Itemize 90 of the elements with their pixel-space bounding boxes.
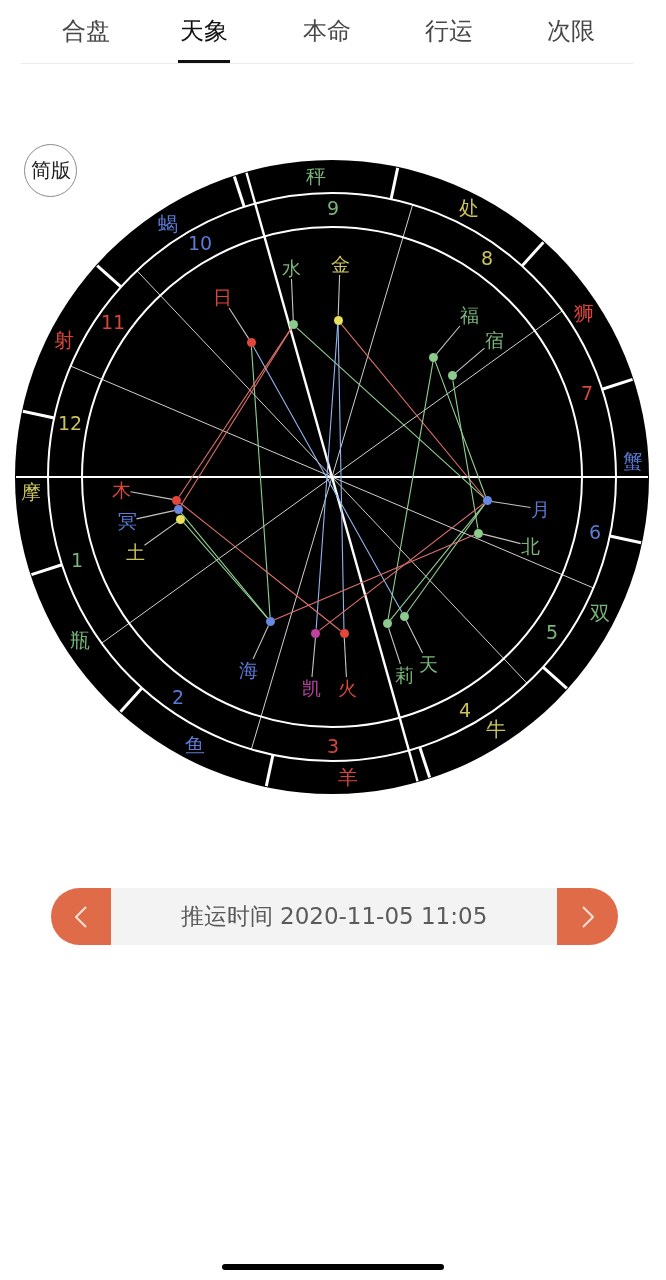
tab-label: 本命 bbox=[303, 17, 351, 45]
sign-label: 瓶 bbox=[69, 629, 90, 653]
house-number: 6 bbox=[589, 521, 602, 543]
house-number: 12 bbox=[58, 412, 83, 434]
tab-label: 次限 bbox=[547, 17, 595, 45]
sign-label: 羊 bbox=[337, 766, 358, 790]
aspect-line bbox=[273, 534, 476, 621]
leader-line bbox=[436, 325, 461, 355]
house-number: 9 bbox=[327, 197, 340, 219]
tab-label: 天象 bbox=[180, 17, 228, 45]
planet-dot bbox=[447, 371, 457, 381]
house-number: 2 bbox=[172, 686, 185, 708]
sign-label: 处 bbox=[458, 197, 479, 221]
planet-dot bbox=[333, 315, 343, 325]
planet-label: 天 bbox=[418, 653, 438, 675]
leader-line bbox=[143, 521, 178, 546]
planet-label: 凯 bbox=[301, 677, 321, 699]
tab-label: 行运 bbox=[425, 17, 473, 45]
planet-dot bbox=[289, 320, 298, 330]
planet-dot bbox=[172, 495, 182, 505]
planet-dot bbox=[339, 629, 349, 639]
planet-dot bbox=[246, 337, 256, 347]
aspect-line bbox=[434, 361, 487, 498]
leader-line bbox=[343, 637, 347, 678]
planet-label: 水 bbox=[281, 257, 301, 279]
planet-label: 日 bbox=[212, 286, 232, 308]
leader-line bbox=[311, 637, 316, 678]
sign-label: 牛 bbox=[485, 717, 506, 741]
house-number: 11 bbox=[101, 311, 126, 333]
planet-dot bbox=[429, 352, 439, 362]
planet-dot bbox=[173, 505, 183, 515]
sign-label: 摩 bbox=[21, 481, 42, 505]
planet-dot bbox=[474, 528, 484, 538]
leader-line bbox=[491, 500, 532, 509]
planet-dot bbox=[176, 514, 186, 524]
sign-label: 蝎 bbox=[158, 213, 179, 237]
planet-label: 北 bbox=[520, 535, 540, 557]
sign-label: 鱼 bbox=[185, 733, 206, 757]
house-number: 5 bbox=[546, 621, 559, 643]
aspect-line bbox=[337, 324, 345, 630]
leader-line bbox=[290, 278, 294, 321]
aspect-line bbox=[296, 327, 485, 499]
sign-label: 射 bbox=[53, 328, 74, 352]
planet-dot bbox=[311, 628, 321, 638]
leader-line bbox=[337, 274, 341, 317]
aspect-line bbox=[179, 502, 342, 632]
tab-label: 合盘 bbox=[62, 17, 110, 45]
house-number: 1 bbox=[71, 549, 84, 571]
leader-line bbox=[454, 347, 486, 374]
house-number: 8 bbox=[481, 247, 494, 269]
planet-label: 土 bbox=[125, 541, 145, 563]
leader-line bbox=[228, 307, 250, 340]
sign-label: 双 bbox=[590, 602, 611, 626]
aspect-line bbox=[406, 503, 486, 614]
planet-label: 莉 bbox=[394, 664, 414, 686]
leader-line bbox=[252, 624, 270, 660]
aspect-line bbox=[252, 345, 403, 613]
leader-line bbox=[135, 510, 175, 520]
leader-line bbox=[388, 627, 401, 665]
planet-label: 木 bbox=[111, 479, 131, 501]
planet-dot bbox=[399, 611, 409, 621]
planet-dot bbox=[382, 619, 392, 629]
sign-label: 秤 bbox=[306, 164, 327, 188]
toggle-button: 简版 bbox=[24, 144, 77, 197]
planet-label: 福 bbox=[459, 304, 479, 326]
planet-dot bbox=[482, 496, 492, 506]
planet-label: 月 bbox=[530, 498, 550, 520]
house-number: 4 bbox=[459, 699, 472, 721]
planet-label: 海 bbox=[238, 659, 258, 681]
leader-line bbox=[129, 491, 173, 500]
aspect-line bbox=[387, 361, 434, 621]
leader-line bbox=[405, 619, 424, 654]
house-number: 10 bbox=[188, 232, 213, 254]
planet-label: 冥 bbox=[117, 510, 137, 532]
aspect-line bbox=[315, 324, 339, 630]
aspect-line bbox=[452, 379, 479, 530]
aspect-line bbox=[340, 323, 485, 498]
planet-label: 火 bbox=[337, 677, 357, 699]
planet-dot bbox=[265, 616, 275, 626]
house-number: 3 bbox=[327, 735, 340, 757]
sign-label: 蟹 bbox=[622, 449, 643, 473]
planet-label: 金 bbox=[330, 253, 350, 275]
sign-label: 狮 bbox=[574, 301, 595, 325]
date-display: 推运时间 2020-11-05 11:05 bbox=[111, 888, 557, 945]
aspect-line bbox=[389, 503, 485, 621]
aspect-line bbox=[318, 502, 485, 631]
house-number: 7 bbox=[581, 382, 594, 404]
aspect-line bbox=[250, 346, 271, 618]
leader-line bbox=[482, 533, 522, 545]
planet-label: 宿 bbox=[484, 329, 504, 351]
